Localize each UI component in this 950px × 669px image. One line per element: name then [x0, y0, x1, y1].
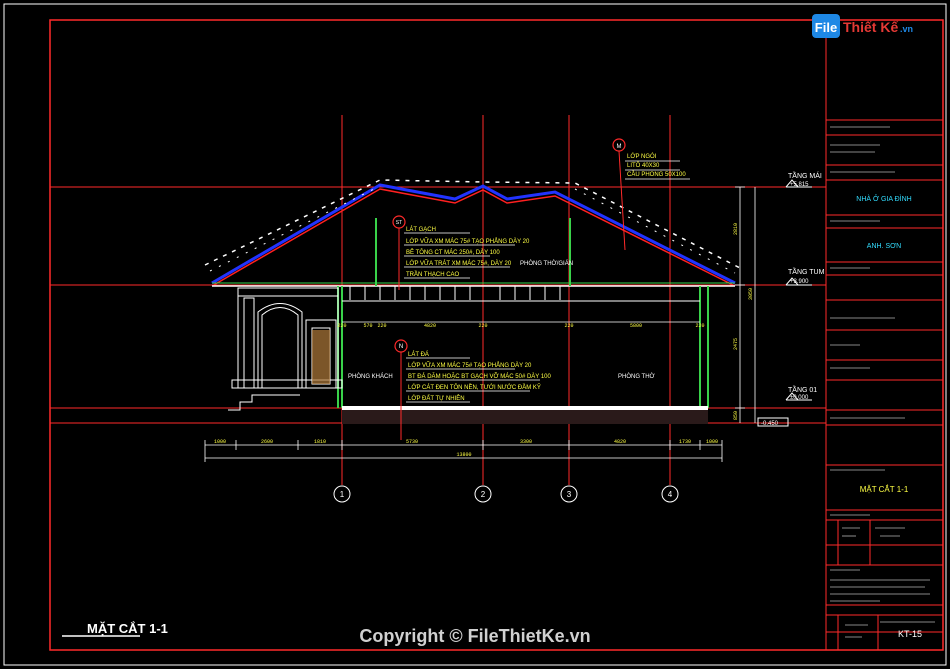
dim-bottom-8: 1000 — [706, 439, 718, 445]
dim-bottom-3: 1810 — [314, 439, 326, 445]
dim-bottom-5: 3300 — [520, 439, 532, 445]
sheet-title: MẶT CẮT 1-1 — [860, 485, 909, 494]
axis-label-3: 3 — [567, 490, 572, 499]
dim-bottom-7: 1730 — [679, 439, 691, 445]
note-st-line-3: BÊ TÔNG CT MÁC 250#, DÀY 100 — [406, 248, 500, 256]
door-panel — [312, 330, 330, 384]
dim-bottom-2: 2600 — [261, 439, 273, 445]
roof — [204, 179, 741, 287]
owner-label: ANH. SƠN — [867, 243, 901, 250]
note-n-line-4: LỚP CÁT ĐEN TÔN NỀN, TƯỚI NƯỚC ĐẦM KỸ — [408, 384, 541, 391]
level-name-1: TẦNG MÁI — [788, 170, 822, 180]
note-n-line-2: LỚP VỮA XM MÁC 75# TẠO PHẲNG DÀY 20 — [408, 362, 532, 369]
logo-file-text: File — [815, 20, 837, 35]
note-tags — [392, 138, 626, 353]
outer-border — [3, 3, 947, 666]
dim-top-6: 220 — [564, 323, 573, 329]
dimension-lines — [204, 321, 723, 462]
room-label-1: PHÒNG KHÁCH — [348, 373, 393, 380]
vertical-dimension — [735, 186, 756, 423]
note-m-tag: M — [617, 144, 622, 150]
title-block — [825, 19, 944, 651]
note-n-line-3: BT ĐÁ DĂM HOẶC BT GẠCH VỠ MÁC 50# DÀY 10… — [408, 373, 552, 380]
dim-top-8: 220 — [695, 323, 704, 329]
logo-brand-text: Thiết Kế — [843, 19, 898, 35]
note-st-line-2: LỚP VỮA XM MÁC 75# TẠO PHẲNG DÀY 20 — [406, 238, 530, 245]
dim-vertical-1: 2810 — [733, 223, 739, 235]
dim-top-2: 570 — [363, 323, 372, 329]
level-value-1: +5.815 — [790, 182, 809, 188]
dim-top-3: 220 — [377, 323, 386, 329]
note-n-line-1: LÁT ĐÁ — [408, 351, 429, 358]
dim-top-7: 5800 — [630, 323, 642, 329]
level-markers — [757, 179, 812, 427]
axis-label-4: 4 — [668, 490, 673, 499]
dim-vertical-2: 3050 — [748, 288, 754, 300]
axis-lines — [341, 115, 671, 485]
axis-bubble-2 — [474, 485, 492, 503]
note-m-line-3: CẦU PHONG 50X100 — [627, 171, 686, 178]
project-label: NHÀ Ở GIA ĐÌNH — [856, 194, 911, 203]
dim-top-5: 220 — [478, 323, 487, 329]
note-st-line-4: LỚP VỮA TRÁT XM MÁC 75#, DÀY 20 — [406, 260, 512, 267]
logo-suffix-text: .vn — [900, 24, 913, 34]
site-logo: File Thiết Kế .vn — [812, 14, 913, 38]
axis-label-2: 2 — [481, 490, 486, 499]
dim-top-1: 220 — [337, 323, 346, 329]
note-n-tag: N — [399, 344, 403, 350]
ground-fill — [342, 410, 708, 424]
axis-bubbles — [333, 485, 679, 503]
dim-vertical-4: 850 — [733, 411, 739, 420]
copyright-text: Copyright © FileThietKe.vn — [359, 626, 590, 646]
level-name-2: TẦNG TUM — [788, 266, 825, 276]
eave-brackets — [349, 286, 561, 300]
axis-label-1: 1 — [340, 490, 345, 499]
note-st-tag: ST — [396, 220, 402, 226]
floor-slab — [342, 406, 708, 410]
note-st-line-1: LÁT GẠCH — [406, 226, 436, 233]
dim-bottom-1: 1000 — [214, 439, 226, 445]
dim-total: 13800 — [456, 452, 471, 458]
level-value-3: ±0.000 — [790, 395, 809, 401]
note-underlines — [404, 160, 690, 403]
axis-bubble-3 — [560, 485, 578, 503]
leader-lines — [398, 150, 626, 440]
axis-bubble-1 — [333, 485, 351, 503]
drawing-frame — [49, 19, 944, 651]
dim-bottom-4: 5730 — [406, 439, 418, 445]
room-label-2: PHÒNG THỜ — [618, 373, 655, 380]
dim-bottom-6: 4820 — [614, 439, 626, 445]
section-title: MẶT CẮT 1-1 — [87, 621, 168, 636]
room-label-3: PHÒNG THỜ/GIÁN — [520, 260, 573, 267]
note-m-line-2: LITÔ 40X30 — [627, 162, 660, 169]
level-name-3: TẦNG 01 — [788, 384, 817, 394]
level-value-2: +3.900 — [790, 279, 809, 285]
dim-vertical-3: 2475 — [733, 338, 739, 350]
note-st-line-5: TRẦN THẠCH CAO — [406, 271, 460, 278]
note-n-line-5: LỚP ĐẤT TỰ NHIÊN — [408, 394, 465, 402]
dim-top-4: 4820 — [424, 323, 436, 329]
axis-bubble-4 — [661, 485, 679, 503]
sheet-number: KT-15 — [898, 629, 922, 639]
ground-level-value: -0.450 — [761, 421, 779, 427]
note-m-line-1: LỚP NGÓI — [627, 153, 657, 160]
